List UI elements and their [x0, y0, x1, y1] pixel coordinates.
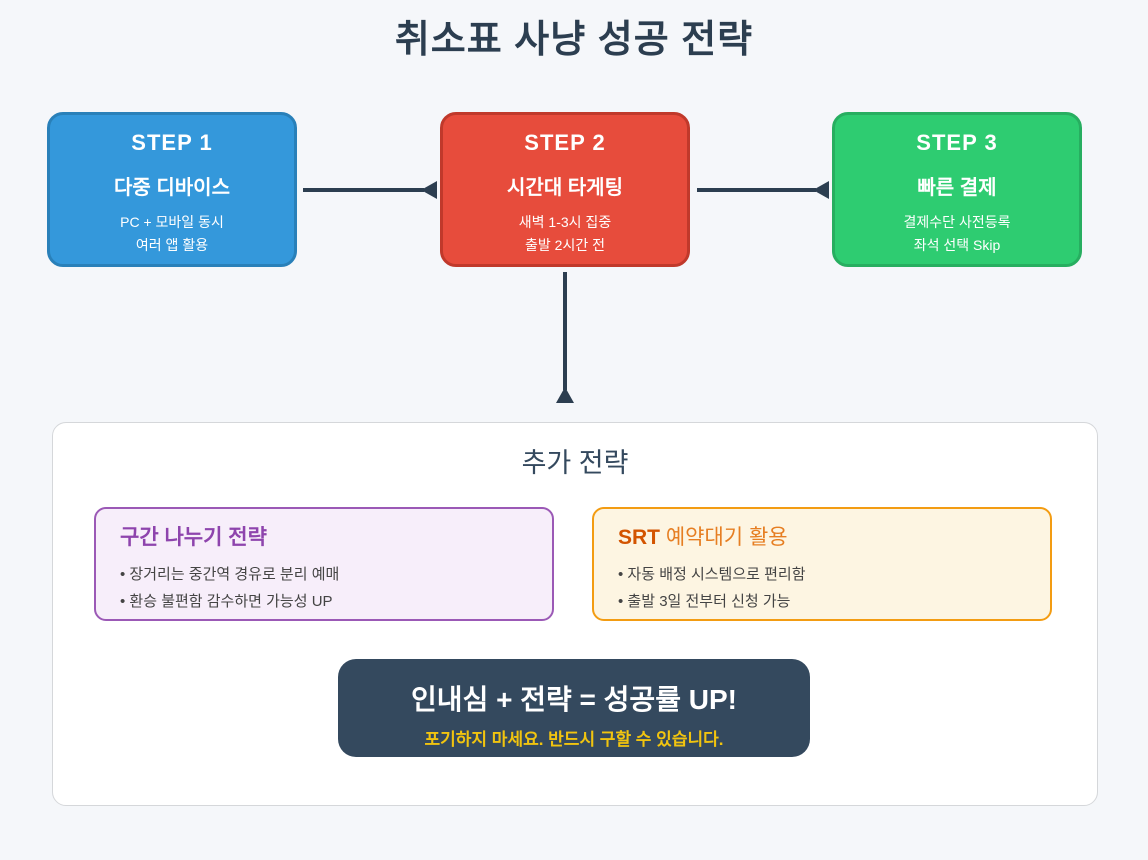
- bullet-item: 출발 3일 전부터 신청 가능: [618, 588, 1050, 615]
- arrow-step2-to-step3: [697, 181, 829, 199]
- srt-waitlist-title: SRT 예약대기 활용: [618, 521, 1050, 551]
- step-2-label: STEP 2: [524, 130, 606, 155]
- banner-subline: 포기하지 마세요. 반드시 구할 수 있습니다.: [424, 730, 724, 749]
- banner-headline: 인내심 + 전략 = 성공률 UP!: [411, 684, 737, 715]
- srt-waitlist-bullet-list: 자동 배정 시스템으로 편리함 출발 3일 전부터 신청 가능: [618, 561, 1050, 615]
- step-1-title: 다중 디바이스: [114, 177, 230, 199]
- srt-waitlist-box: SRT 예약대기 활용 자동 배정 시스템으로 편리함 출발 3일 전부터 신청…: [592, 507, 1052, 621]
- step-3-line-1: 결제수단 사전등록: [903, 214, 1011, 230]
- step-3-label: STEP 3: [916, 130, 998, 155]
- step-1-line-2: 여러 앱 활용: [135, 237, 209, 253]
- extra-strategy-panel: 추가 전략 구간 나누기 전략 장거리는 중간역 경유로 분리 예매 환승 불편…: [52, 422, 1098, 806]
- arrow-step1-to-step2: [303, 181, 437, 199]
- segment-split-title: 구간 나누기 전략: [120, 526, 267, 549]
- motivation-banner: 인내심 + 전략 = 성공률 UP! 포기하지 마세요. 반드시 구할 수 있습…: [338, 659, 810, 757]
- step-2-title: 시간대 타게팅: [507, 177, 623, 199]
- step-1-line-1: PC + 모바일 동시: [120, 214, 224, 230]
- step-card-2: STEP 2 시간대 타게팅 새벽 1-3시 집중 출발 2시간 전: [440, 112, 690, 267]
- extra-strategy-title: 추가 전략: [521, 448, 629, 478]
- bullet-item: 환승 불편함 감수하면 가능성 UP: [120, 588, 552, 615]
- bullet-item: 장거리는 중간역 경유로 분리 예매: [120, 561, 552, 588]
- step-card-3: STEP 3 빠른 결제 결제수단 사전등록 좌석 선택 Skip: [832, 112, 1082, 267]
- arrow-step2-to-extra: [556, 272, 574, 403]
- bullet-item: 자동 배정 시스템으로 편리함: [618, 561, 1050, 588]
- step-2-line-2: 출발 2시간 전: [525, 237, 605, 253]
- step-3-title: 빠른 결제: [917, 177, 997, 199]
- segment-split-strategy-box: 구간 나누기 전략 장거리는 중간역 경유로 분리 예매 환승 불편함 감수하면…: [94, 507, 554, 621]
- segment-split-bullet-list: 장거리는 중간역 경유로 분리 예매 환승 불편함 감수하면 가능성 UP: [120, 561, 552, 615]
- srt-brand-text: SRT: [618, 526, 660, 549]
- srt-waitlist-title-rest: 예약대기 활용: [665, 526, 788, 549]
- page-title: 취소표 사냥 성공 전략: [394, 19, 754, 61]
- step-card-1: STEP 1 다중 디바이스 PC + 모바일 동시 여러 앱 활용: [47, 112, 297, 267]
- step-2-line-1: 새벽 1-3시 집중: [518, 214, 612, 230]
- step-1-label: STEP 1: [131, 130, 213, 155]
- step-3-line-2: 좌석 선택 Skip: [913, 237, 1001, 253]
